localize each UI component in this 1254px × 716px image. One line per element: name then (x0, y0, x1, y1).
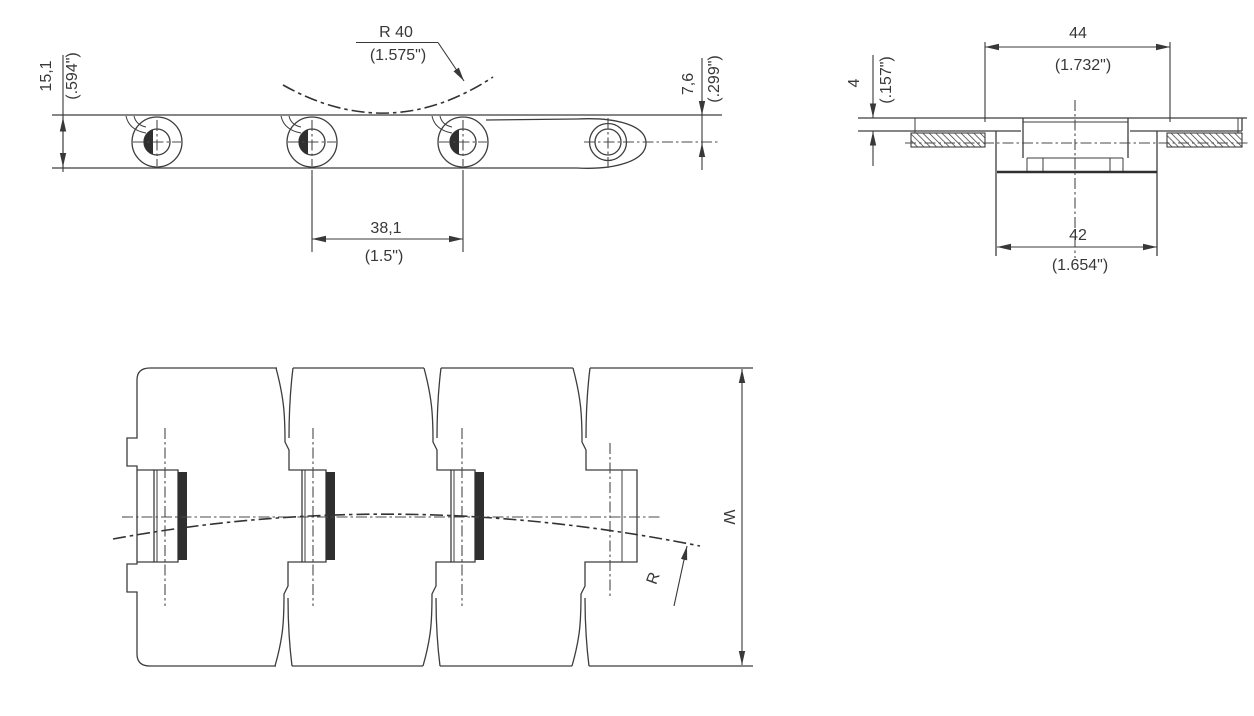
dim-turn-radius-label: R (644, 570, 664, 587)
dim-width-label: W (720, 509, 737, 525)
dim-height-mm-label: 15,1 (38, 60, 55, 91)
dim-thickness-mm-label: 4 (846, 78, 863, 87)
dim-bottomwidth-mm-label: 42 (1069, 227, 1087, 244)
side-view: R 40 (1.575") 15,1 (.594") 7,6 (.299") 3… (38, 24, 723, 265)
dim-height-in-label: (.594") (64, 52, 81, 99)
dim-topwidth-mm-label: 44 (1069, 25, 1087, 42)
dim-bottomwidth-in-label: (1.654") (1052, 257, 1108, 274)
dim-radius-in-label: (1.575") (370, 47, 426, 64)
section-view: 44 (1.732") 4 (.157") 42 (1.654") (846, 25, 1250, 274)
plan-view: W R (112, 367, 753, 667)
dim-topheight-in-label: (.299") (706, 55, 723, 102)
dim-topheight-mm-label: 7,6 (680, 73, 697, 95)
dim-thickness-in-label: (.157") (878, 56, 895, 103)
dim-pitch-mm-label: 38,1 (370, 220, 401, 237)
dim-radius-mm-label: R 40 (379, 24, 413, 41)
dim-topwidth-in-label: (1.732") (1055, 57, 1111, 74)
dim-pitch-in-label: (1.5") (365, 248, 404, 265)
